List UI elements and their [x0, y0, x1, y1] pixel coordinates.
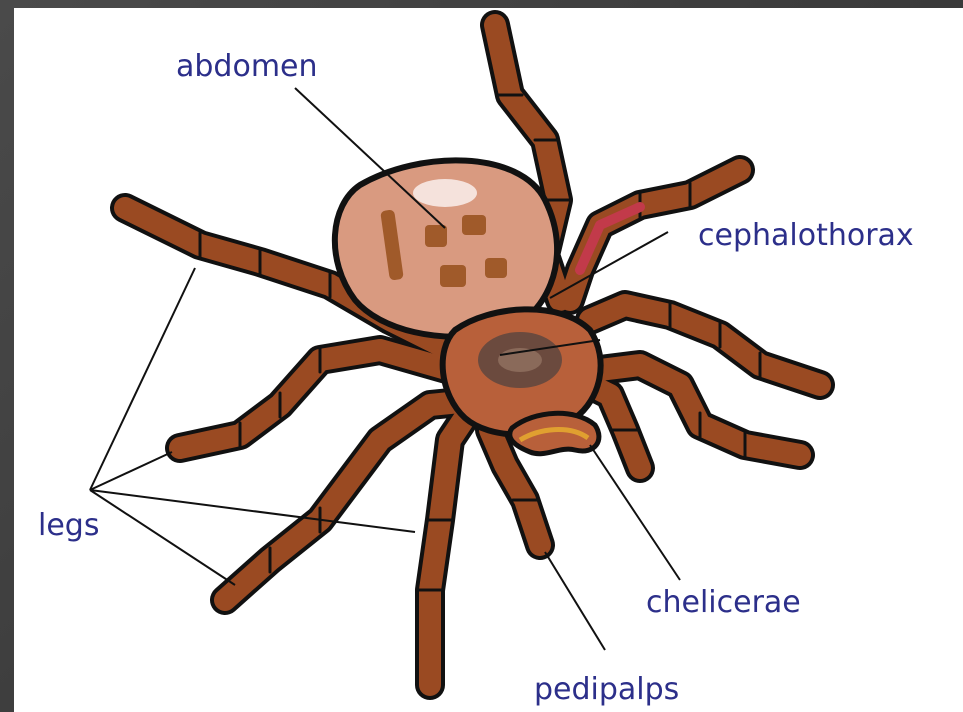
label-pedipalps: pedipalps: [534, 675, 679, 705]
label-legs: legs: [38, 511, 99, 541]
label-abdomen: abdomen: [176, 52, 318, 82]
diagram-panel: abdomen cephalothorax legs chelicerae pe…: [14, 8, 963, 712]
label-chelicerae: chelicerae: [646, 588, 801, 618]
label-cephalothorax: cephalothorax: [698, 221, 914, 251]
chelicerae-shape: [510, 413, 599, 453]
spider-illustration: [14, 8, 963, 712]
